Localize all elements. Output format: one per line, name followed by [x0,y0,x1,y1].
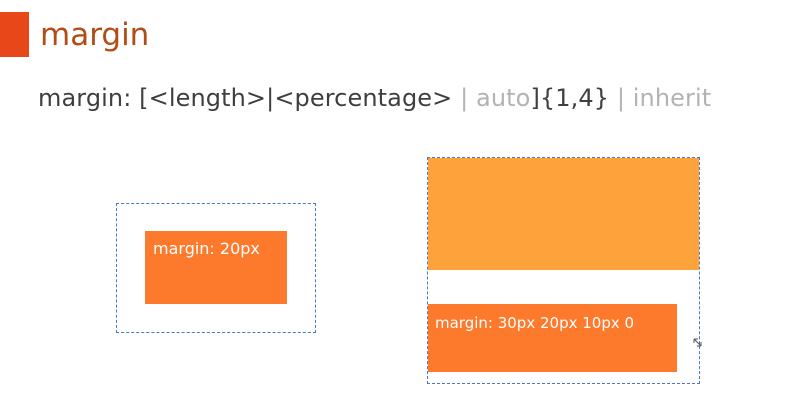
syntax-part-main: margin: [<length>|<percentage> [38,84,461,112]
syntax-part-inherit: | inherit [616,84,712,112]
right-example-box: margin: 30px 20px 10px 0 [428,304,677,372]
syntax-part-auto: | auto [460,84,531,112]
right-example-label: margin: 30px 20px 10px 0 [435,314,635,332]
resize-cursor-icon [693,338,702,347]
syntax-part-repeat: ]{1,4} [530,84,617,112]
right-example-top-block [428,158,699,270]
title-accent-bar [0,12,29,57]
left-example-box: margin: 20px [145,231,287,304]
slide-title: margin [40,17,150,53]
left-example-label: margin: 20px [153,239,260,258]
margin-syntax-line: margin: [<length>|<percentage> | auto]{1… [38,82,711,114]
left-example-container [116,203,316,333]
right-example-container [427,157,700,384]
